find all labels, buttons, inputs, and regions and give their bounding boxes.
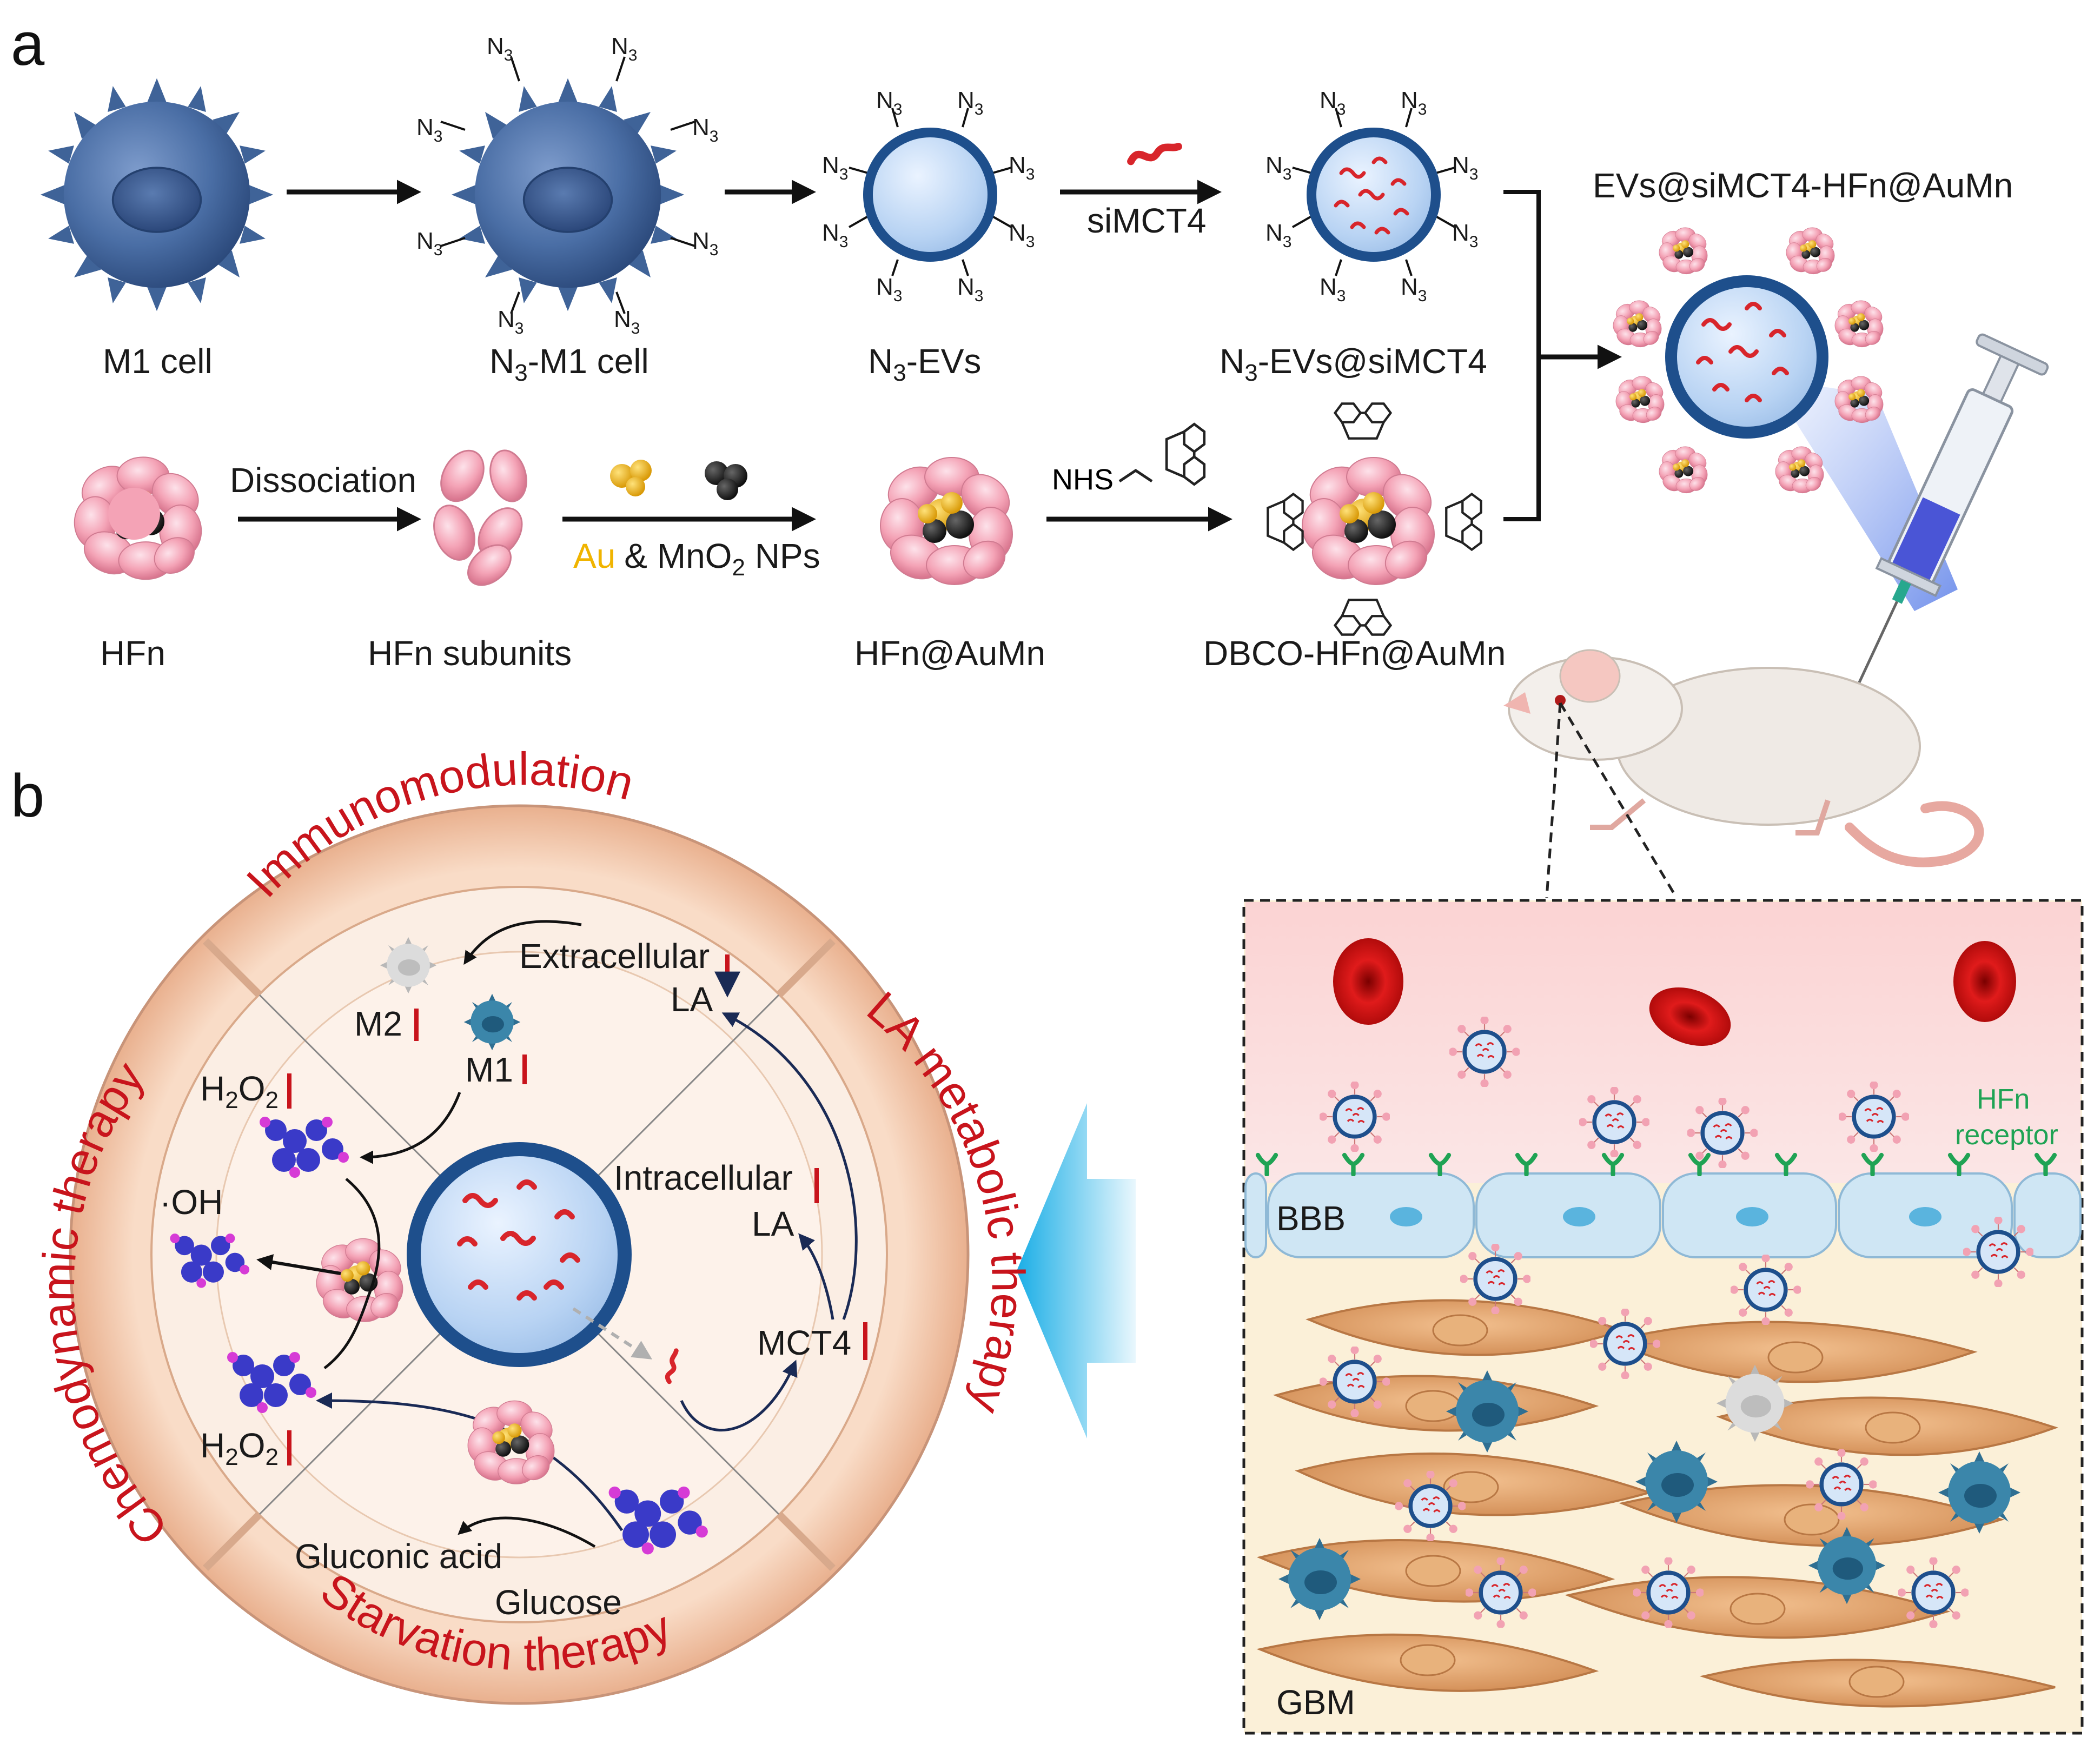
azide-tag: N3: [957, 87, 983, 118]
au-nanoparticles-icon: [610, 460, 652, 496]
n3-m1-cell-illustration: [440, 56, 695, 314]
azide-tag: N3: [876, 87, 902, 118]
extracellular-label: Extracellular: [519, 937, 710, 976]
n3-evs-illustration: [849, 108, 1012, 276]
syringe-icon: [1826, 333, 2049, 752]
mct4-label: MCT4: [757, 1323, 851, 1362]
curve-sirna-to-mct4: [680, 1360, 798, 1432]
azide-tag: N3: [1320, 274, 1346, 305]
central-vesicle: [407, 1142, 632, 1367]
azide-tag: N3: [416, 228, 442, 259]
azide-tag: N3: [1401, 274, 1427, 305]
curve-extracellular-to-m2: [463, 920, 582, 965]
gluconic-acid-label: Gluconic acid: [295, 1537, 502, 1576]
azide-tag: N3: [614, 306, 640, 337]
oh-label: ·OH: [160, 1183, 223, 1222]
zoom-lines: [1545, 702, 1678, 899]
endothelial-cells: [1244, 1172, 2082, 1258]
hfn-label: HFn: [100, 634, 165, 673]
red-blood-cells: [1333, 938, 2016, 1046]
azide-tag: N3: [1265, 220, 1291, 251]
n3-evs-label: N3-EVs: [868, 342, 981, 386]
azide-tag: N3: [1320, 87, 1346, 118]
m1-cell-illustration: [39, 77, 275, 313]
brain-inset: [1242, 899, 2084, 1735]
dbco-hfn-aumn-illustration: [1268, 403, 1481, 634]
panel-b-letter: b: [11, 762, 44, 830]
curve-m1-to-h2o2: [360, 1092, 461, 1164]
hfn-subunits-illustration: [433, 449, 527, 586]
la-extracellular-label: LA: [671, 980, 713, 1019]
m2-label: M2: [354, 1004, 402, 1043]
azide-tag: N3: [1452, 220, 1478, 251]
dbco-hfn-aumn-label: DBCO-HFn@AuMn: [1203, 634, 1506, 673]
glucose-label: Glucose: [495, 1583, 622, 1622]
curve-glucose-to-gluconic: [458, 1516, 596, 1548]
m2-macrophage-icon: [380, 937, 437, 994]
mouse-illustration: [1503, 649, 1984, 867]
big-blue-arrow: [1017, 1103, 1136, 1438]
azide-tag: N3: [957, 274, 983, 305]
m1-macrophage-icon: [463, 993, 521, 1051]
simct4-label: siMCT4: [1087, 201, 1206, 240]
azide-tag: N3: [1401, 87, 1427, 118]
nhs-label: NHS: [1052, 463, 1114, 496]
n3-evs-simct4-label: N3-EVs@siMCT4: [1220, 342, 1487, 386]
azide-tag: N3: [611, 33, 637, 64]
h2o2-top-label: H2O2: [200, 1069, 279, 1113]
curve-mct4-to-la-ext: [721, 1012, 858, 1320]
azide-tag: N3: [692, 228, 718, 259]
azide-tag: N3: [1265, 152, 1291, 183]
mno2-nanoparticles-icon: [705, 461, 747, 500]
h2o2-bottom-label: H2O2: [200, 1426, 279, 1470]
dissociation-label: Dissociation: [230, 461, 416, 500]
azide-tag: N3: [692, 114, 718, 145]
azide-tag: N3: [1009, 152, 1035, 183]
hfn-illustration: [74, 456, 206, 582]
panel-a-letter: a: [11, 10, 45, 78]
la-intracellular-label: LA: [752, 1204, 794, 1243]
au-mno2-label: Au& MnO2 NPs: [573, 536, 820, 581]
nhs-dbco-linker-icon: [1118, 424, 1204, 484]
azide-tag: N3: [876, 274, 902, 305]
n3-tags-evs: N3 N3 N3 N3 N3 N3 N3 N3: [822, 87, 1035, 305]
curve-h2o2-top-to-catalyst: [323, 1178, 381, 1369]
azide-tag: N3: [487, 33, 513, 64]
gbm-label: GBM: [1276, 1683, 1355, 1722]
azide-tag: N3: [1009, 220, 1035, 251]
azide-tag: N3: [416, 114, 442, 145]
arrow-catalyst-to-oh: [256, 1254, 341, 1275]
m1-cell-label: M1 cell: [103, 342, 213, 381]
sirna-icon: [1131, 147, 1178, 162]
product-title: EVs@siMCT4-HFn@AuMn: [1593, 166, 2013, 205]
azide-tag: N3: [822, 152, 848, 183]
hfn-subunits-label: HFn subunits: [368, 634, 572, 673]
hfn-aumn-label: HFn@AuMn: [854, 634, 1045, 673]
bbb-label: BBB: [1276, 1199, 1346, 1238]
n3-m1-cell-label: N3-M1 cell: [489, 342, 649, 386]
azide-tag: N3: [498, 306, 524, 337]
merge-bracket: [1503, 190, 1541, 521]
azide-tag: N3: [1452, 152, 1478, 183]
curve-mct4-to-la-intra: [798, 1233, 834, 1320]
n3-evs-simct4-illustration: [1292, 108, 1455, 276]
hfn-aumn-illustration: [879, 457, 1017, 588]
intracellular-label: Intracellular: [614, 1158, 793, 1197]
n3-tags-cell: N3 N3 N3 N3 N3 N3 N3 N3: [416, 33, 718, 337]
n3-tags-loaded: N3 N3 N3 N3 N3 N3 N3 N3: [1265, 87, 1478, 305]
m1-label: M1: [465, 1050, 513, 1089]
azide-tag: N3: [822, 220, 848, 251]
